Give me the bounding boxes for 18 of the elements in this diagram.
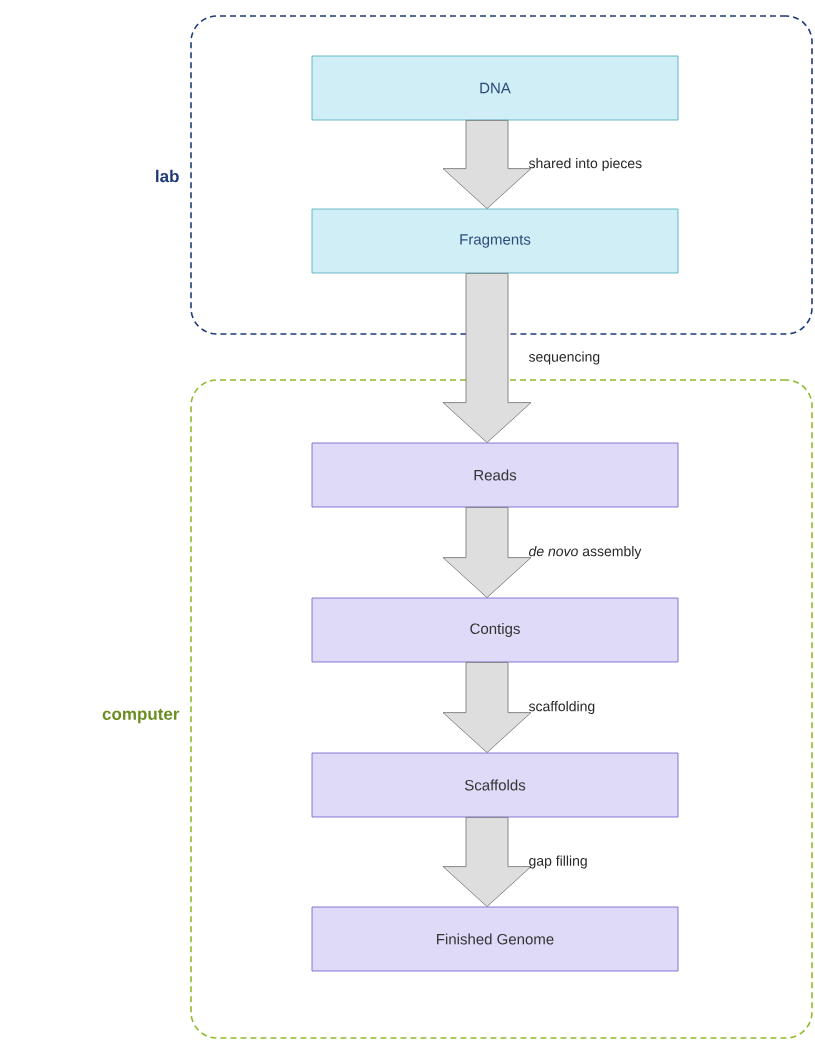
process-box: Reads xyxy=(311,442,679,508)
group-label: computer xyxy=(102,708,180,724)
process-box: Fragments xyxy=(311,208,679,274)
block-arrow xyxy=(442,817,532,907)
process-box: Finished Genome xyxy=(311,906,679,972)
block-arrow xyxy=(442,507,532,598)
process-box: Contigs xyxy=(311,597,679,663)
edge-label: shared into pieces xyxy=(528,158,642,172)
block-arrow xyxy=(442,273,532,443)
process-box: DNA xyxy=(311,55,679,121)
block-arrow xyxy=(442,662,532,753)
edge-label: gap filling xyxy=(529,855,587,869)
edge-label: scaffolding xyxy=(528,701,595,715)
edge-label: sequencing xyxy=(528,351,600,365)
group-label: lab xyxy=(156,169,179,183)
process-box: Scaffolds xyxy=(311,752,679,818)
edge-label: de novo assembly xyxy=(529,546,642,560)
block-arrow xyxy=(442,120,532,209)
